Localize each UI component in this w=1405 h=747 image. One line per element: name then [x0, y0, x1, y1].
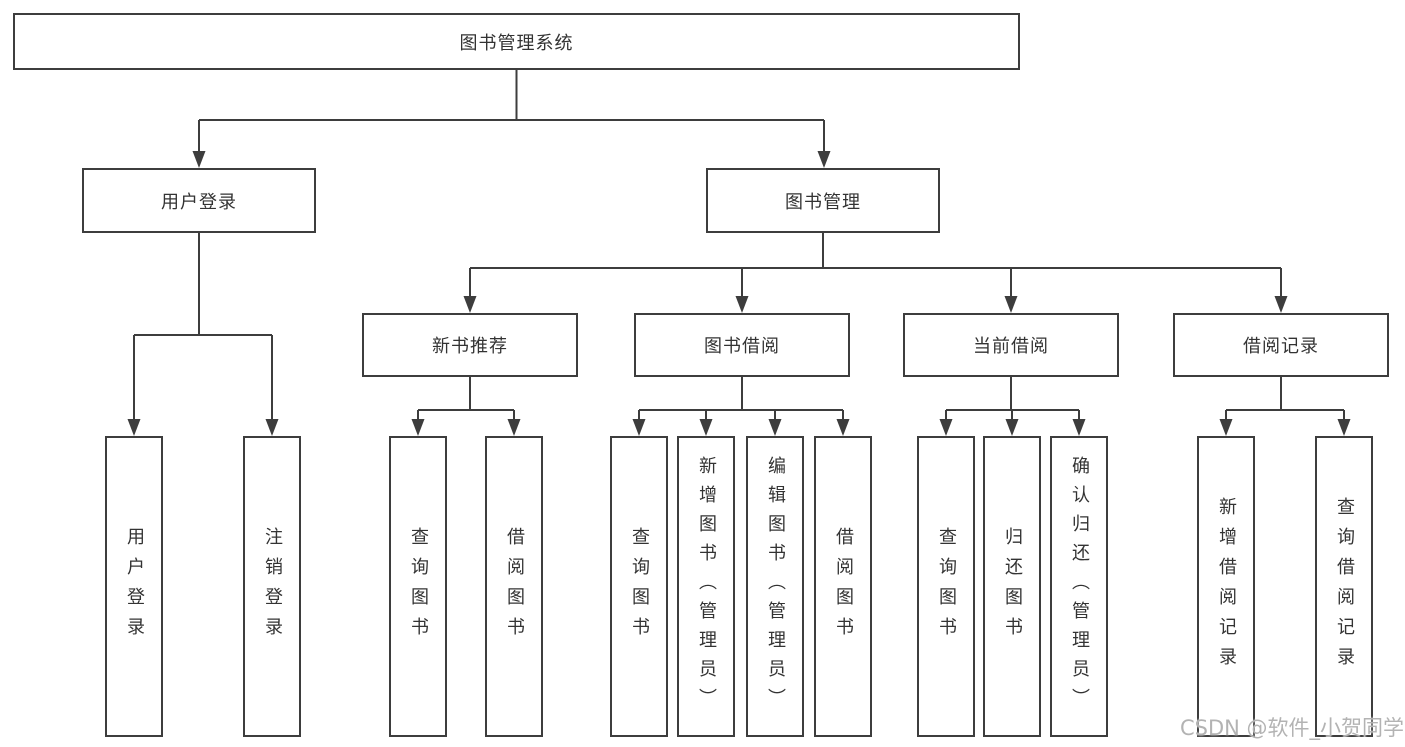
leaf-query-books: 查询图书	[610, 436, 668, 737]
leaf-label: 注销登录	[262, 526, 283, 647]
leaf-label: 查询图书	[936, 526, 957, 647]
node-library-management-system: 图书管理系统	[13, 13, 1020, 70]
leaf-user-login: 用户登录	[105, 436, 163, 737]
leaf-label: 查询图书	[408, 526, 429, 647]
leaf-label: 借阅图书	[833, 526, 854, 647]
node-book-borrow: 图书借阅	[634, 313, 850, 377]
node-label: 用户登录	[161, 191, 237, 213]
leaf-label: 确认归还（管理员）	[1069, 456, 1090, 717]
node-label: 借阅记录	[1243, 336, 1319, 357]
leaf-logout: 注销登录	[243, 436, 301, 737]
leaf-query-books: 查询图书	[917, 436, 975, 737]
leaf-add-books-admin: 新增图书（管理员）	[677, 436, 735, 737]
csdn-watermark: CSDN @软件_小贺同学	[1180, 716, 1405, 740]
leaf-borrow-books: 借阅图书	[814, 436, 872, 737]
leaf-query-books: 查询图书	[389, 436, 447, 737]
leaf-return-books: 归还图书	[983, 436, 1041, 737]
node-label: 新书推荐	[432, 336, 508, 357]
leaf-label: 查询借阅记录	[1334, 496, 1355, 677]
leaf-confirm-return-admin: 确认归还（管理员）	[1050, 436, 1108, 737]
leaf-borrow-books: 借阅图书	[485, 436, 543, 737]
leaf-label: 用户登录	[124, 526, 145, 647]
leaf-label: 新增借阅记录	[1216, 496, 1237, 677]
node-label: 图书管理	[785, 191, 861, 213]
node-user-login: 用户登录	[82, 168, 316, 233]
leaf-label: 归还图书	[1002, 526, 1023, 647]
leaf-query-borrow-record: 查询借阅记录	[1315, 436, 1373, 737]
leaf-label: 编辑图书（管理员）	[765, 456, 786, 717]
node-label: 图书借阅	[704, 336, 780, 357]
node-book-management: 图书管理	[706, 168, 940, 233]
leaf-label: 查询图书	[629, 526, 650, 647]
node-new-book-recommend: 新书推荐	[362, 313, 578, 377]
node-label: 当前借阅	[973, 336, 1049, 357]
leaf-label: 新增图书（管理员）	[696, 456, 717, 717]
node-current-borrow: 当前借阅	[903, 313, 1119, 377]
leaf-label: 借阅图书	[504, 526, 525, 647]
node-label: 图书管理系统	[459, 32, 574, 54]
leaf-edit-books-admin: 编辑图书（管理员）	[746, 436, 804, 737]
node-borrow-records: 借阅记录	[1173, 313, 1389, 377]
leaf-add-borrow-record: 新增借阅记录	[1197, 436, 1255, 737]
